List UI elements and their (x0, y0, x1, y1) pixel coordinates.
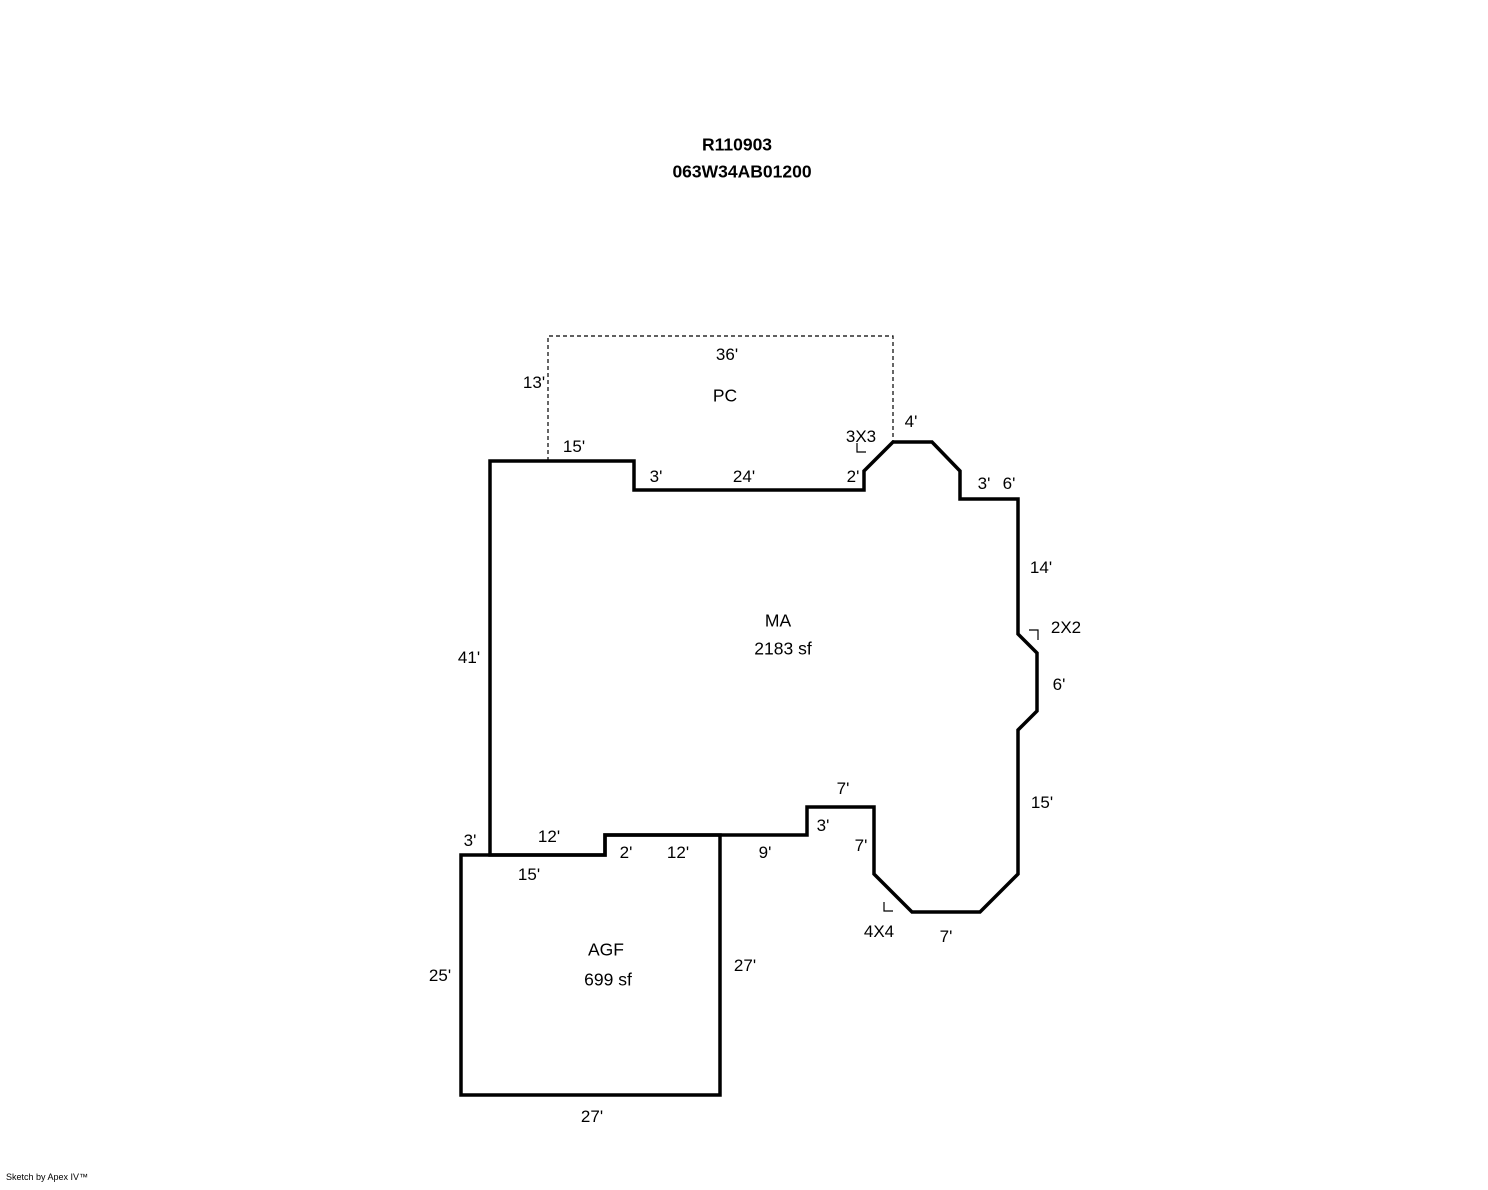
dim-right-15: 15' (1030, 793, 1054, 812)
dim-2x2: 2X2 (1050, 618, 1082, 637)
dim-bottom-12-mid: 12' (666, 843, 690, 862)
parcel-number: R110903 (701, 134, 773, 155)
sketch-credit: Sketch by Apex IV™ (6, 1172, 89, 1182)
dim-agf-right-27: 27' (733, 956, 757, 975)
pc-outline (547, 335, 894, 461)
agf-outline (459, 833, 722, 1097)
dim-left-41: 41' (457, 648, 481, 667)
dim-bottom-9: 9' (758, 843, 772, 862)
label-ma: MA (764, 610, 792, 631)
dim-agf-bottom-27: 27' (580, 1107, 604, 1126)
area-agf: 699 sf (584, 969, 632, 990)
map-taxlot-number: 063W34AB01200 (672, 161, 812, 182)
label-agf: AGF (588, 939, 624, 960)
ma-outline (488, 440, 1039, 914)
label-pc: PC (712, 385, 738, 406)
dim-ma-top-4: 4' (904, 412, 918, 431)
dim-4x4: 4X4 (863, 922, 895, 941)
dim-right-step-3: 3' (977, 474, 991, 493)
dim-right-6-horizontal: 6' (1002, 474, 1016, 493)
corner-mark-3x3 (856, 443, 866, 453)
corner-mark-4x4 (883, 902, 893, 912)
dim-ma-top-24: 24' (732, 467, 756, 486)
dim-agf-top-15: 15' (517, 865, 541, 884)
corner-mark-2x2 (1029, 629, 1039, 640)
dim-bump-7-top: 7' (836, 779, 850, 798)
dim-ma-step-2: 2' (846, 467, 860, 486)
dim-bump-7-right: 7' (854, 836, 868, 855)
dim-right-6-vertical: 6' (1052, 675, 1066, 694)
dim-ma-step-3: 3' (649, 467, 663, 486)
area-ma: 2183 sf (754, 638, 812, 659)
dim-pc-width: 36' (715, 345, 739, 364)
dim-pc-height: 13' (522, 373, 546, 392)
dim-agf-left-25: 25' (428, 966, 452, 985)
dim-3x3: 3X3 (845, 427, 877, 446)
dim-ma-top-15: 15' (562, 437, 586, 456)
dim-bump-3: 3' (816, 816, 830, 835)
dim-right-14: 14' (1029, 558, 1053, 577)
dim-bottom-12-left: 12' (537, 827, 561, 846)
dim-ext-3: 3' (463, 831, 477, 850)
dim-jog-2: 2' (619, 843, 633, 862)
dim-bottom-7: 7' (939, 927, 953, 946)
